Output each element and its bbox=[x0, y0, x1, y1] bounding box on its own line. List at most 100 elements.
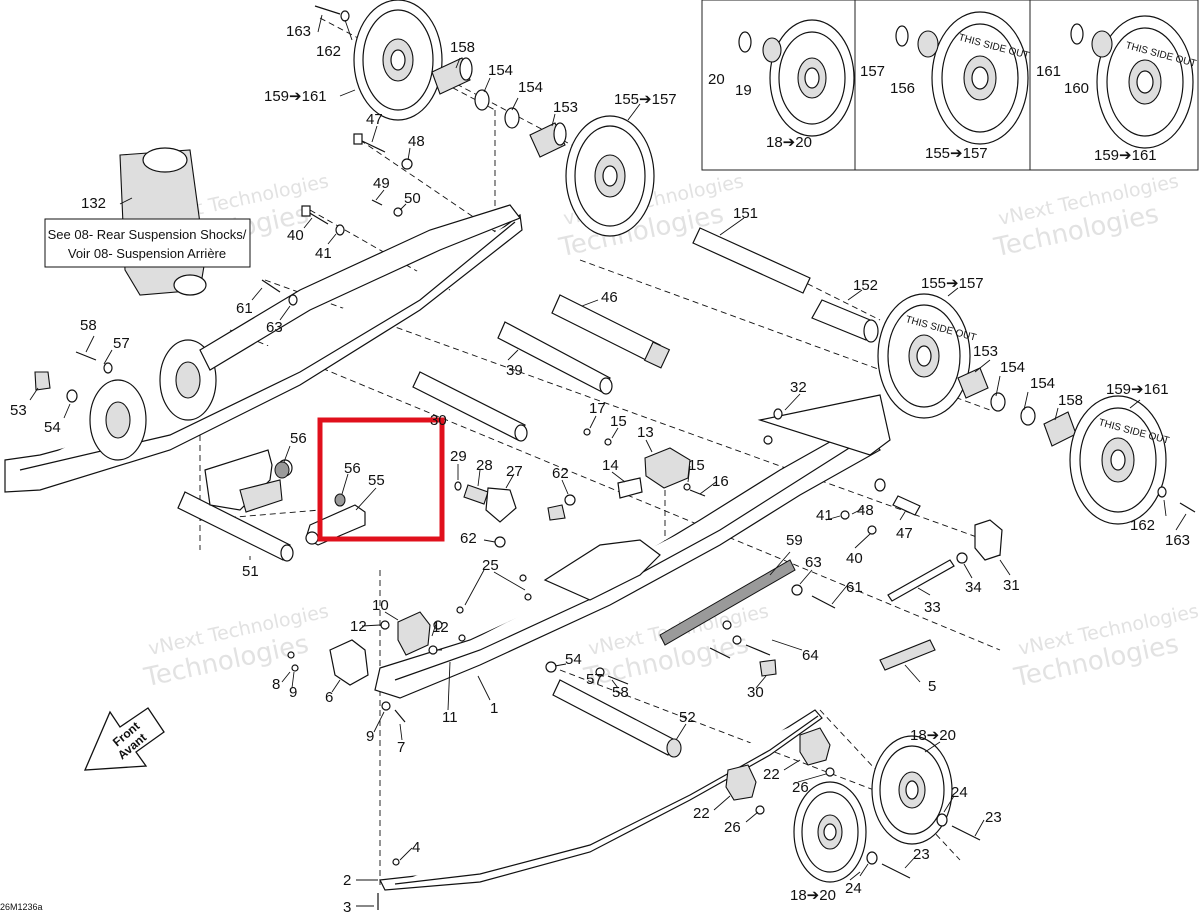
callout-label: 52 bbox=[679, 709, 696, 726]
callout-label: 155➔157 bbox=[925, 145, 988, 162]
callout-label: 41 bbox=[816, 507, 833, 524]
callout-label: 63 bbox=[805, 554, 822, 571]
rod-33 bbox=[887, 559, 955, 602]
front-direction-arrow: Front Avant bbox=[83, 707, 165, 771]
callout-label: 30 bbox=[430, 412, 447, 429]
bearing-153-right bbox=[957, 367, 1077, 447]
drawing-code: 26M1236a bbox=[0, 902, 43, 912]
callout-label: 62 bbox=[460, 530, 477, 547]
callout-label: 29 bbox=[450, 448, 467, 465]
callout-label: 59 bbox=[786, 532, 803, 549]
callout-label: 2 bbox=[343, 872, 351, 889]
callout-label: 9 bbox=[366, 728, 374, 745]
callout-label: 154 bbox=[1000, 359, 1025, 376]
inset-wheel-large bbox=[1070, 15, 1194, 149]
callout-label: 163 bbox=[1165, 532, 1190, 549]
callout-label: 8 bbox=[272, 676, 280, 693]
callout-label: 16 bbox=[712, 473, 729, 490]
callout-label: 20 bbox=[708, 71, 725, 88]
callout-label: 12 bbox=[350, 618, 367, 635]
callout-label: 18➔20 bbox=[910, 727, 956, 744]
callout-label: 12 bbox=[432, 619, 449, 636]
highlight-box bbox=[317, 417, 445, 542]
callout-label: 159➔161 bbox=[1094, 147, 1157, 164]
bumper-6 bbox=[329, 639, 369, 686]
callout-label: 24 bbox=[951, 784, 968, 801]
callout-label: 160 bbox=[1064, 80, 1089, 97]
callout-label: 23 bbox=[913, 846, 930, 863]
lower-slider-block-top bbox=[799, 727, 831, 766]
callout-label: 156 bbox=[890, 80, 915, 97]
callout-label: 51 bbox=[242, 563, 259, 580]
callout-label: 64 bbox=[802, 647, 819, 664]
callout-label: 56 bbox=[344, 460, 361, 477]
inset-wheel-small bbox=[738, 19, 855, 137]
callout-label: 26 bbox=[724, 819, 741, 836]
spacer-152 bbox=[811, 299, 879, 343]
shaft-52 bbox=[552, 679, 682, 758]
rear-idler-wheel-right bbox=[877, 293, 971, 419]
block-31 bbox=[974, 519, 1003, 561]
callout-label: 11 bbox=[442, 709, 458, 726]
callout-label: 63 bbox=[266, 319, 283, 336]
callout-label: 162 bbox=[316, 43, 341, 60]
callout-label: 54 bbox=[565, 651, 582, 668]
rear-idler-wheel-top bbox=[353, 0, 443, 121]
callout-label: 6 bbox=[325, 689, 333, 706]
callout-label: 58 bbox=[80, 317, 97, 334]
callout-label: 39 bbox=[506, 362, 523, 379]
callout-label: 49 bbox=[373, 175, 390, 192]
slide-strip-59 bbox=[659, 559, 796, 646]
reference-note-line-1: See 08- Rear Suspension Shocks/ bbox=[48, 227, 247, 242]
callout-label: 28 bbox=[476, 457, 493, 474]
callout-label: 158 bbox=[450, 39, 475, 56]
callout-label: 46 bbox=[601, 289, 618, 306]
reference-note-line-2: Voir 08- Suspension Arrière bbox=[68, 246, 226, 261]
callout-label: 48 bbox=[857, 502, 874, 519]
arm-bracket bbox=[204, 449, 293, 513]
callout-label: 153 bbox=[553, 99, 578, 116]
callout-label: 15 bbox=[688, 457, 705, 474]
lower-wheel-right bbox=[871, 735, 953, 845]
callout-label: 27 bbox=[506, 463, 523, 480]
callout-label: 132 bbox=[81, 195, 106, 212]
shaft-46 bbox=[551, 294, 671, 369]
callout-label: 155➔157 bbox=[614, 91, 677, 108]
bearing-153-top bbox=[529, 122, 567, 158]
callout-label: 40 bbox=[846, 550, 863, 567]
callout-label: 24 bbox=[845, 880, 862, 897]
callout-label: 57 bbox=[586, 671, 603, 688]
callout-label: 17 bbox=[589, 400, 606, 417]
callout-label: 159➔161 bbox=[1106, 381, 1169, 398]
callout-label: 56 bbox=[290, 430, 307, 447]
callout-label: 163 bbox=[286, 23, 311, 40]
callout-label: 61 bbox=[236, 300, 253, 317]
callout-label: 153 bbox=[973, 343, 998, 360]
callout-label: 19 bbox=[735, 82, 752, 99]
callout-label: 1 bbox=[490, 700, 498, 717]
callout-labels: 163 162 159➔161 158 154 154 153 155➔157 … bbox=[10, 23, 1190, 914]
sensor-13 bbox=[617, 447, 691, 499]
callout-label: 62 bbox=[552, 465, 569, 482]
callout-label: 158 bbox=[1058, 392, 1083, 409]
shaft-51 bbox=[177, 491, 294, 562]
callout-label: 61 bbox=[846, 579, 863, 596]
callout-label: 26 bbox=[792, 779, 809, 796]
callout-label: 55 bbox=[368, 472, 385, 489]
callout-label: 151 bbox=[733, 205, 758, 222]
callout-label: 154 bbox=[1030, 375, 1055, 392]
callout-label: 58 bbox=[612, 684, 629, 701]
callout-label: 18➔20 bbox=[766, 134, 812, 151]
leader-lines bbox=[29, 14, 1187, 907]
callout-label: 9 bbox=[289, 684, 297, 701]
callout-label: 22 bbox=[693, 805, 710, 822]
inset-wheel-medium bbox=[895, 11, 1029, 145]
callout-label: 7 bbox=[397, 739, 405, 756]
bushing-parts bbox=[454, 481, 517, 523]
rear-idler-wheel-far-right bbox=[1069, 395, 1167, 525]
axle-151 bbox=[692, 227, 811, 294]
callout-label: 14 bbox=[602, 457, 619, 474]
callout-label: 13 bbox=[637, 424, 654, 441]
